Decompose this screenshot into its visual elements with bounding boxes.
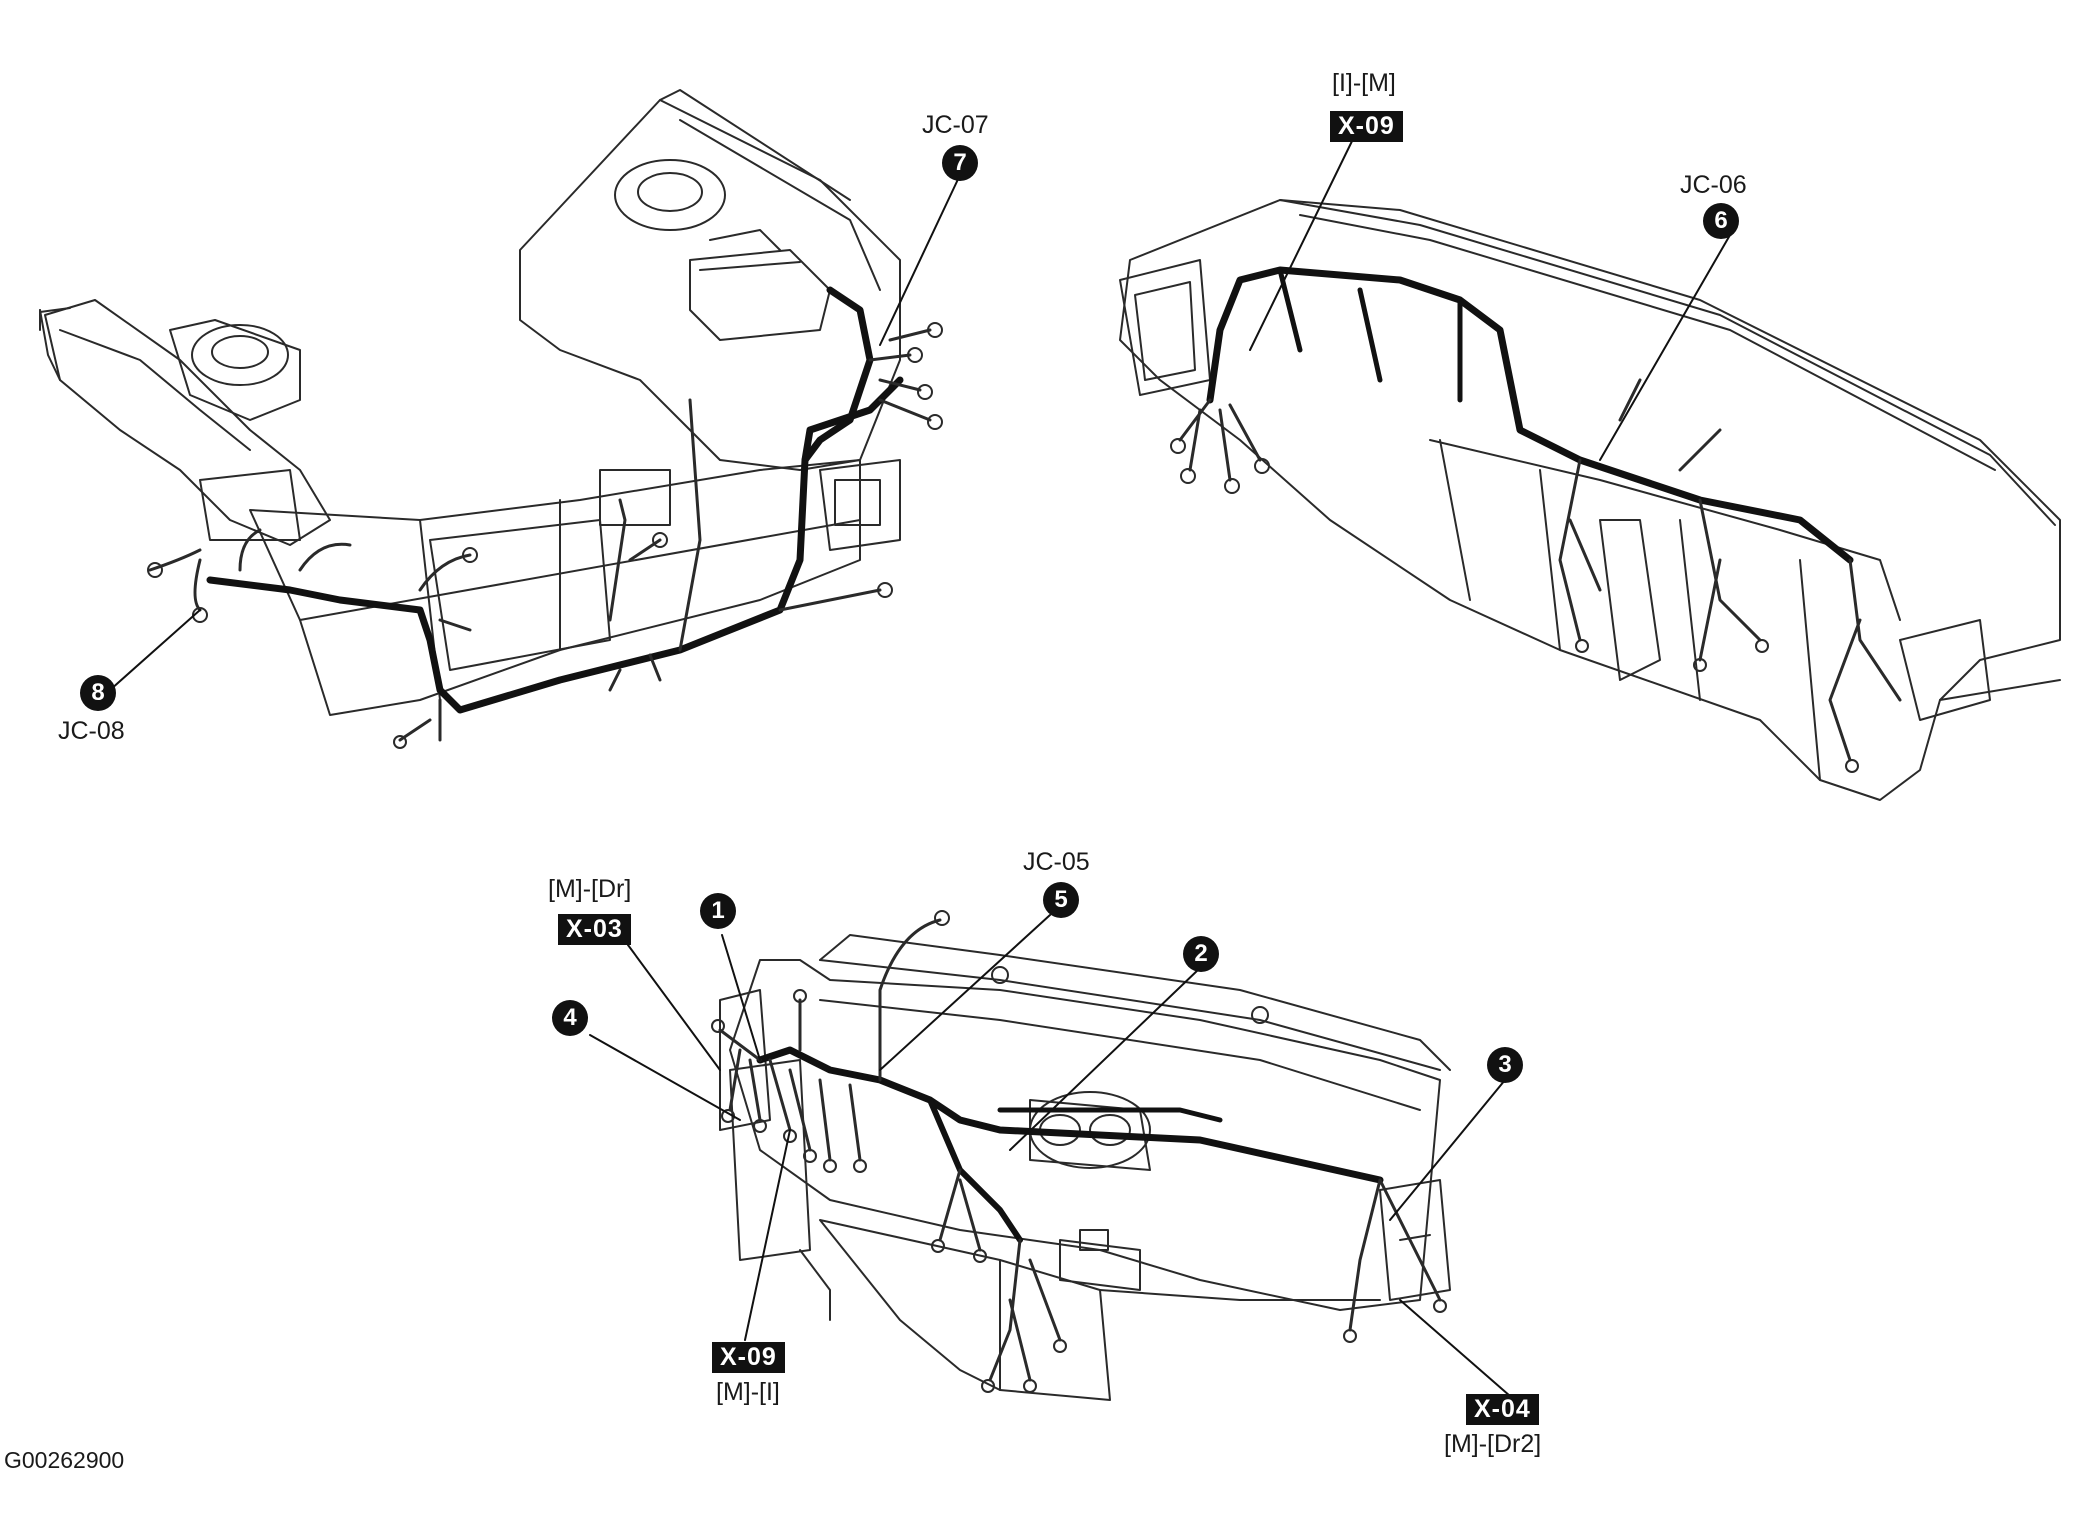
callout-3-marker: 3 bbox=[1487, 1047, 1523, 1083]
x04-pair-label: [M]-[Dr2] bbox=[1444, 1430, 1542, 1458]
x09-top-connector-tag: X-09 bbox=[1330, 111, 1403, 142]
callout-4-marker: 4 bbox=[552, 1000, 588, 1036]
callout-7-marker: 7 bbox=[942, 145, 978, 181]
engine-harness bbox=[147, 286, 943, 749]
callout-6-marker: 6 bbox=[1703, 203, 1739, 239]
jc07-label: JC-07 bbox=[922, 111, 989, 139]
x04-connector-tag: X-04 bbox=[1466, 1394, 1539, 1425]
callout-8-marker: 8 bbox=[80, 675, 116, 711]
jc05-label: JC-05 bbox=[1023, 848, 1090, 876]
callout-5-marker: 5 bbox=[1043, 882, 1079, 918]
x03-pair-label: [M]-[Dr] bbox=[548, 875, 632, 903]
engine-compartment-assembly bbox=[39, 89, 901, 716]
x03-connector-tag: X-03 bbox=[558, 914, 631, 945]
instrument-panel-rear-assembly bbox=[1119, 199, 2061, 801]
callout-2-marker: 2 bbox=[1183, 936, 1219, 972]
jc08-label: JC-08 bbox=[58, 717, 125, 745]
main-harness bbox=[711, 910, 1447, 1393]
figure-id: G00262900 bbox=[4, 1447, 125, 1473]
callout-1-marker: 1 bbox=[700, 893, 736, 929]
x09-bottom-pair-label: [M]-[I] bbox=[716, 1378, 780, 1406]
x09-bottom-connector-tag: X-09 bbox=[712, 1342, 785, 1373]
x09-top-pair-label: [I]-[M] bbox=[1332, 69, 1396, 97]
leader-lines bbox=[109, 134, 1731, 1397]
jc06-label: JC-06 bbox=[1680, 171, 1747, 199]
instrument-panel-front-assembly bbox=[719, 934, 1451, 1401]
instrument-panel-harness bbox=[1170, 266, 1902, 773]
